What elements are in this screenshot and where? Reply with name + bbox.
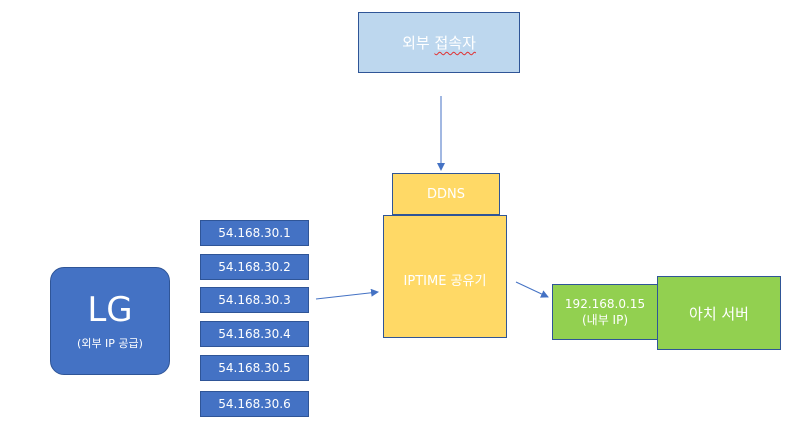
public-ip-4: 54.168.30.4 — [200, 321, 309, 347]
router-box: IPTIME 공유기 — [383, 215, 507, 338]
public-ip-1: 54.168.30.1 — [200, 220, 309, 246]
internal-ip-note: (내부 IP) — [581, 313, 629, 327]
internal-ip-box: 192.168.0.15 (내부 IP) — [552, 284, 658, 340]
arrow-router-to-internal — [515, 281, 549, 298]
public-ip-6: 54.168.30.6 — [200, 391, 309, 417]
isp-box: LG (외부 IP 공급) — [50, 267, 170, 375]
public-ip-2: 54.168.30.2 — [200, 254, 309, 280]
external-user-word1: 외부 — [402, 34, 430, 52]
server-label: 아치 서버 — [689, 304, 749, 323]
server-box: 아치 서버 — [657, 276, 781, 350]
ddns-label: DDNS — [427, 186, 465, 202]
arrow-ip-to-router — [315, 288, 379, 300]
isp-name: LG — [87, 290, 133, 330]
ddns-box: DDNS — [392, 173, 500, 215]
external-user-word2: 접속자 — [434, 34, 476, 52]
internal-ip-address: 192.168.0.15 — [564, 297, 646, 311]
isp-note: (외부 IP 공급) — [77, 337, 143, 350]
public-ip-5: 54.168.30.5 — [200, 355, 309, 381]
external-user-box: 외부 접속자 — [358, 12, 520, 73]
public-ip-3: 54.168.30.3 — [200, 287, 309, 313]
router-label: IPTIME 공유기 — [403, 274, 487, 289]
